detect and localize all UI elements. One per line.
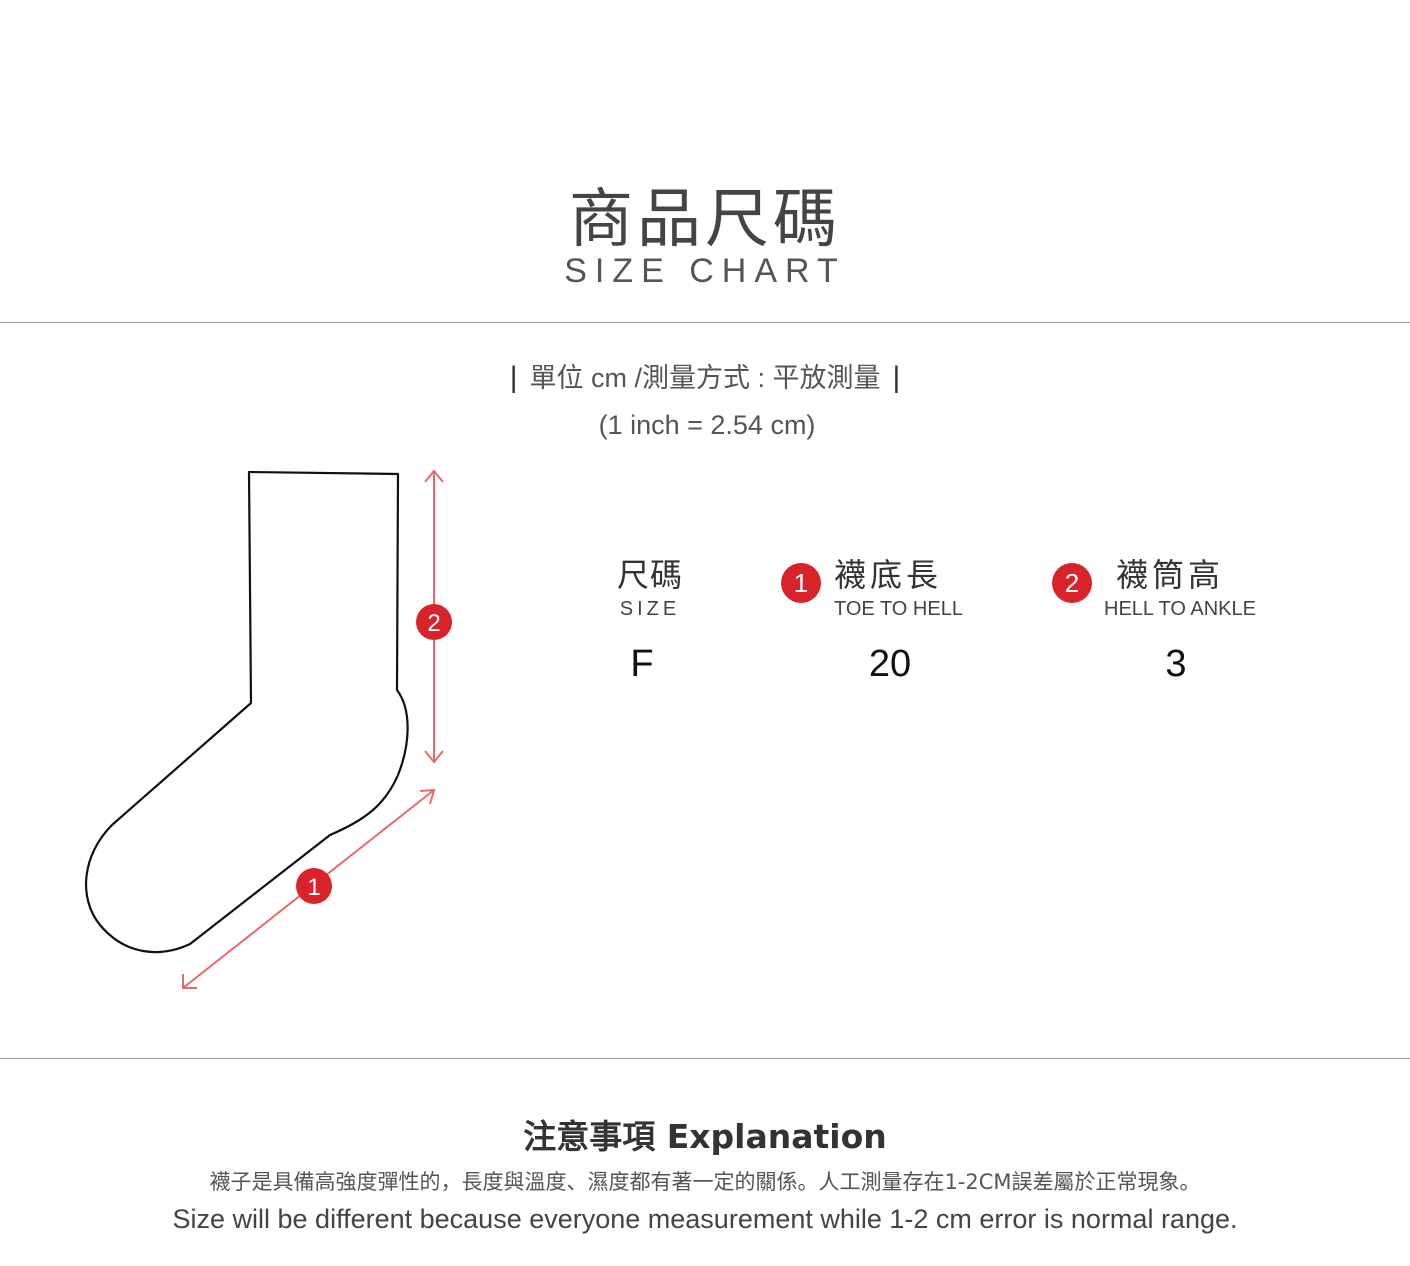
col-badge-2: 2 — [1052, 563, 1092, 603]
col-size-zh: 尺碼 — [616, 556, 683, 594]
col-badge-1: 1 — [781, 563, 821, 603]
unit-text: 單位 cm /測量方式 : 平放測量 — [529, 363, 881, 393]
col-size-en: SIZE — [619, 598, 681, 620]
top-divider — [0, 322, 1410, 323]
col-foot-length-zh: 襪底長 — [834, 556, 943, 594]
notes-text-en: Size will be different because everyone … — [172, 1204, 1238, 1234]
col-foot-length-en: TOE TO HELL — [834, 598, 963, 620]
cell-ankle-height-value: 3 — [1165, 643, 1187, 685]
unit-bar-right: | — [892, 361, 901, 394]
col-ankle-height-zh: 襪筒高 — [1116, 556, 1225, 594]
marker-2-label: 2 — [427, 610, 440, 637]
cell-size-value: F — [630, 643, 654, 685]
bottom-divider — [0, 1058, 1410, 1059]
col-header-size: 尺碼 SIZE — [600, 550, 700, 621]
marker-1-label: 1 — [307, 874, 320, 901]
page-title-en: SIZE CHART — [564, 252, 846, 290]
cell-foot-length-value: 20 — [868, 643, 912, 685]
marker-1: 1 — [296, 868, 332, 904]
col-ankle-height-en: HELL TO ANKLE — [1104, 598, 1256, 620]
unit-bar-left: | — [509, 361, 518, 394]
sock-outline — [85, 470, 409, 954]
notes-title: 注意事項 Explanation — [523, 1117, 887, 1156]
marker-2: 2 — [416, 604, 452, 640]
notes-text-zh: 襪子是具備高強度彈性的，長度與溫度、濕度都有著一定的關係。人工測量存在1-2CM… — [209, 1170, 1201, 1194]
col-header-foot-length: 襪底長 TOE TO HELL — [834, 550, 984, 621]
sock-diagram: 2 1 — [85, 469, 452, 989]
col-header-ankle-height: 襪筒高 HELL TO ANKLE — [1104, 550, 1274, 621]
page-title-zh: 商品尺碼 — [569, 183, 841, 257]
inch-conversion: (1 inch = 2.54 cm) — [598, 410, 816, 440]
unit-info: | 單位 cm /測量方式 : 平放測量 | — [0, 356, 1410, 395]
